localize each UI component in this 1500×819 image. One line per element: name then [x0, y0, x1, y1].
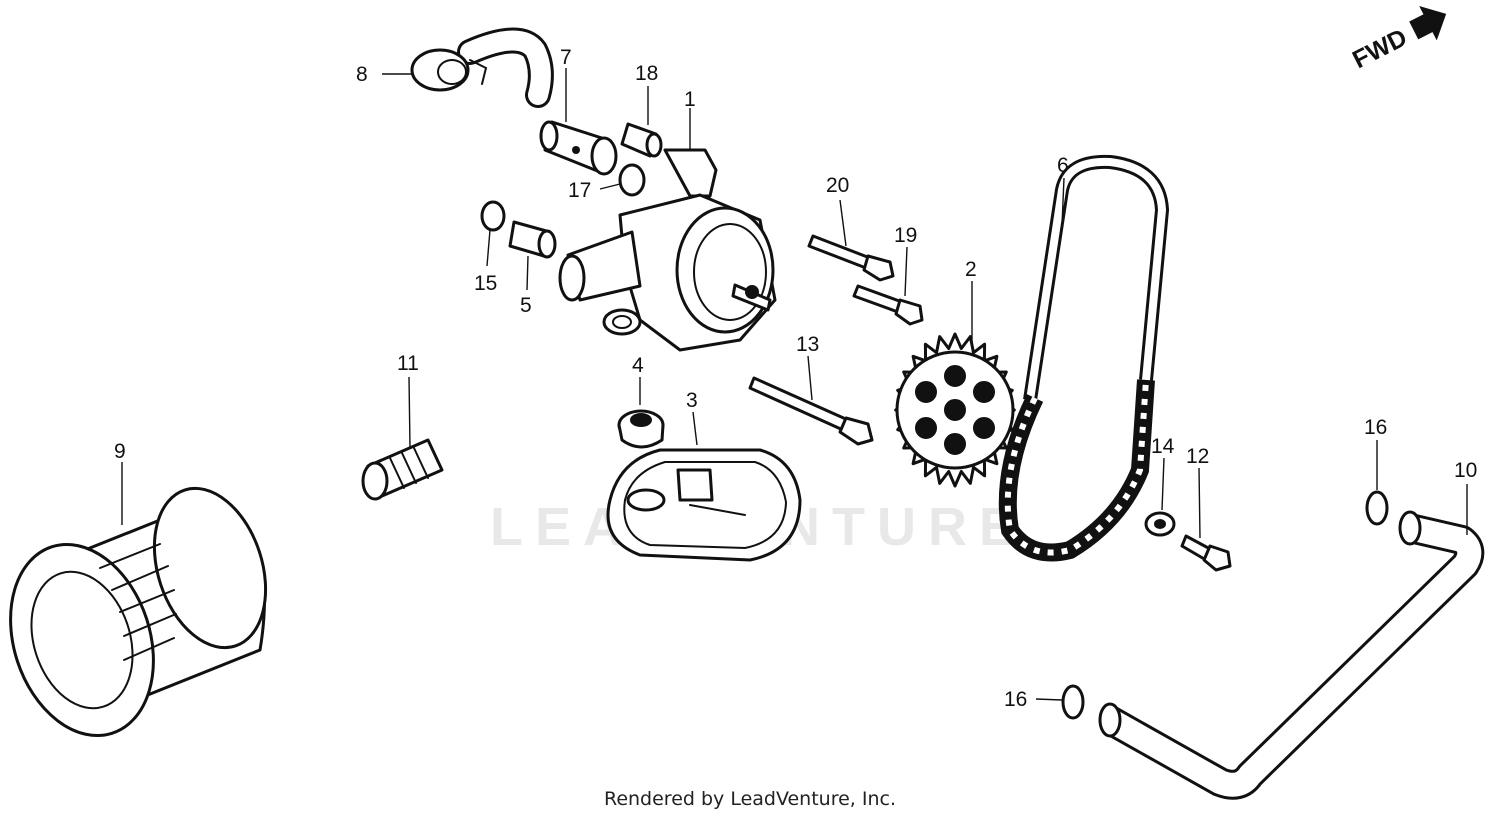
oil-pipe-part [539, 120, 618, 176]
bolt-short-part [852, 284, 924, 326]
callout-labels: 1 2 3 4 5 6 7 8 9 10 11 12 13 14 15 16 1… [114, 46, 1477, 711]
oil-hose-part [410, 27, 554, 108]
callout-11: 11 [397, 352, 419, 375]
callout-18: 18 [635, 62, 658, 85]
oil-seal-part [617, 409, 665, 449]
sprocket-part [894, 332, 1016, 488]
fwd-arrow-icon: FWD [1348, 5, 1447, 74]
callout-19: 19 [894, 224, 917, 247]
o-ring-part [618, 163, 646, 197]
callout-20: 20 [826, 174, 849, 197]
oil-delivery-pipe-part [1098, 510, 1485, 800]
callout-4: 4 [632, 354, 644, 377]
bolt-long-part [807, 234, 895, 282]
callout-16-upper: 16 [1364, 416, 1387, 439]
stud-part [361, 438, 444, 501]
o-ring-upper-part [1365, 490, 1389, 526]
callout-7: 7 [560, 46, 572, 69]
oil-strainer-part [606, 448, 802, 562]
drive-chain-part [998, 154, 1170, 562]
callout-12: 12 [1186, 445, 1209, 468]
callout-9: 9 [114, 440, 126, 463]
callout-5: 5 [520, 294, 532, 317]
callout-16-lower: 16 [1004, 688, 1027, 711]
washer-part [480, 200, 506, 232]
callout-8: 8 [356, 63, 368, 86]
oil-pump-part [558, 148, 777, 352]
callout-3: 3 [686, 389, 698, 412]
callout-2: 2 [965, 258, 977, 281]
leader-lines [121, 68, 1468, 701]
washer-small-part [1144, 511, 1176, 537]
fwd-label: FWD [1348, 23, 1411, 74]
dowel-pin-part [620, 122, 663, 158]
o-ring-lower-part [1061, 684, 1085, 720]
callout-6: 6 [1057, 154, 1069, 177]
callout-15: 15 [474, 272, 497, 295]
pump-bolt-part [748, 376, 874, 446]
callout-17: 17 [568, 179, 591, 202]
collar-part [508, 220, 557, 259]
callout-13: 13 [796, 333, 819, 356]
callout-10: 10 [1454, 459, 1477, 482]
sprocket-bolt-part [1180, 534, 1232, 572]
callout-1: 1 [684, 88, 696, 111]
callout-14: 14 [1151, 435, 1175, 458]
oil-filter-part [9, 486, 268, 738]
render-credit: Rendered by LeadVenture, Inc. [603, 788, 897, 810]
